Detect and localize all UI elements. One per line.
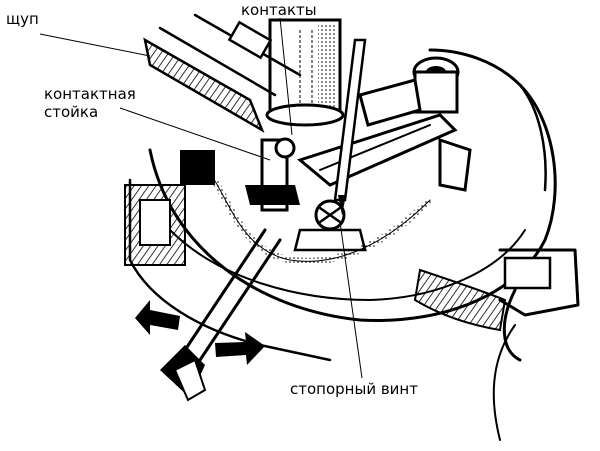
label-contacts: контакты (241, 1, 317, 19)
label-lock-screw: стопорный винт (290, 380, 418, 398)
label-contact-post: контактная стойка (44, 85, 136, 121)
probe-tool (160, 228, 282, 402)
contact-point (274, 137, 296, 159)
right-flange (413, 248, 580, 441)
label-contact-post-line2: стойка (44, 103, 99, 121)
feeler-gauge (143, 13, 302, 133)
left-arrow-icon (135, 300, 180, 335)
left-bracket (180, 150, 215, 185)
label-probe: щуп (6, 10, 39, 28)
leader-lines (39, 17, 363, 379)
distributor-housing (124, 48, 557, 362)
right-arrow-icon (215, 332, 265, 365)
screwdriver (333, 38, 367, 215)
label-contact-post-line1: контактная (44, 85, 136, 103)
central-shaft (265, 18, 345, 127)
